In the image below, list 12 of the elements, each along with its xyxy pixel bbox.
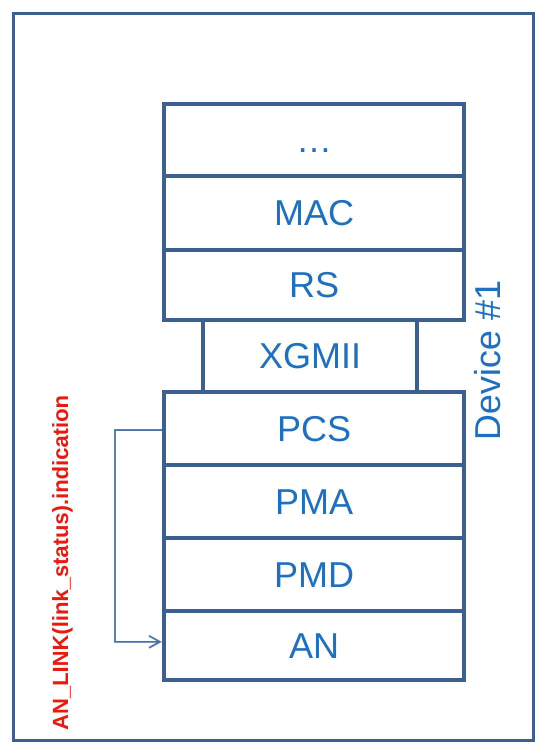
arrow — [114, 429, 162, 649]
layer-name: PCS — [276, 410, 352, 446]
layer-name: XGMII — [258, 338, 361, 374]
layer-name: AN — [288, 628, 339, 664]
edge-label: AN_LINK(link_status).indication — [50, 395, 72, 730]
layer-name: PMA — [274, 484, 353, 520]
device-frame — [12, 12, 535, 742]
layer-name: RS — [288, 267, 339, 303]
layer-name: PMD — [274, 556, 354, 592]
device-label: Device #1 — [470, 280, 506, 440]
layer-name: … — [296, 122, 332, 158]
layer-name: MAC — [274, 195, 354, 231]
